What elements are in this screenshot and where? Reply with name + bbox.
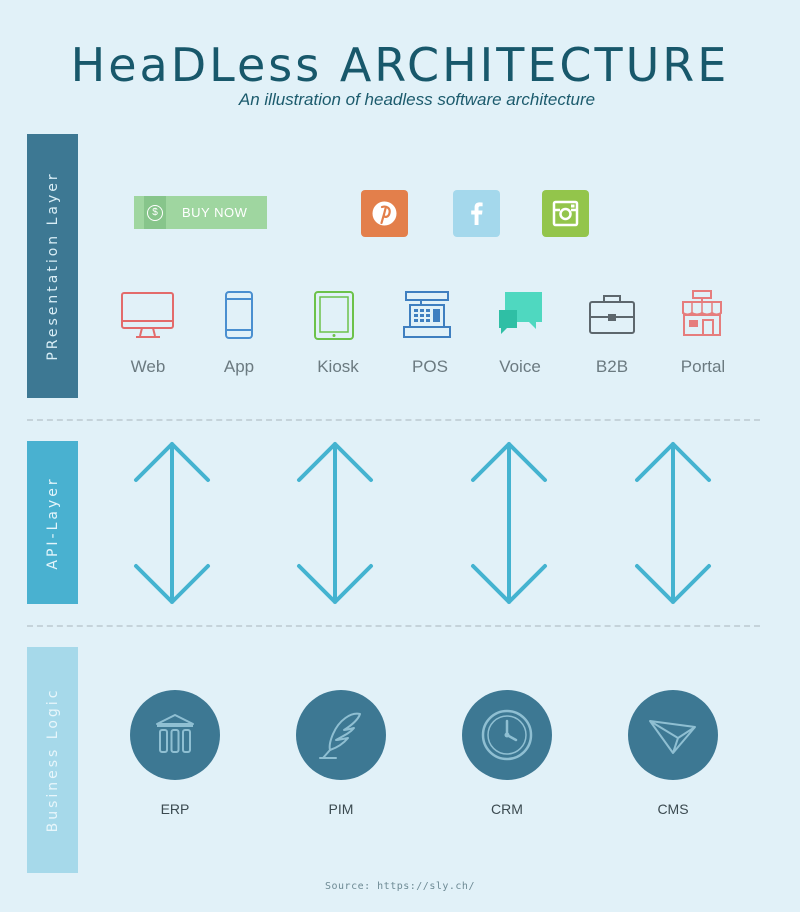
facebook-icon[interactable] (453, 190, 500, 237)
channel-label-kiosk: Kiosk (317, 357, 359, 376)
buy-now-button[interactable]: $ BUY NOW (134, 196, 267, 229)
api-layer-label: API-Layer (44, 475, 61, 570)
presentation-layer-label: PResentation Layer (44, 171, 61, 361)
pinterest-icon[interactable] (361, 190, 408, 237)
chat-bubbles-icon (490, 288, 550, 340)
bidirectional-arrow-icon (297, 442, 373, 604)
channel-label-b2b: B2B (595, 357, 629, 376)
system-label-cms: CMS (657, 801, 689, 817)
system-label-crm: CRM (491, 801, 523, 817)
channel-label-portal: Portal (680, 357, 726, 376)
buy-now-label: BUY NOW (182, 205, 248, 220)
api-layer-band: API-Layer (27, 441, 78, 604)
business-logic-band: Business Logic (27, 647, 78, 873)
storefront-icon (672, 288, 732, 340)
clock-icon (462, 690, 552, 780)
page-subtitle: An illustration of headless software arc… (238, 90, 596, 109)
channel-label-voice: Voice (499, 357, 541, 376)
source-credit: Source: https://sly.ch/ (325, 881, 475, 892)
system-label-erp: ERP (160, 801, 190, 817)
page-title: HeaDLess ARCHITECTURE (70, 38, 730, 92)
dollar-coin-icon: $ (144, 196, 166, 229)
monitor-icon (118, 288, 178, 340)
tablet-icon (304, 288, 364, 340)
channel-label-web: Web (130, 357, 166, 376)
divider-bottom (27, 625, 760, 627)
briefcase-icon (582, 288, 642, 340)
system-label-pim: PIM (328, 801, 354, 817)
bidirectional-arrow-icon (635, 442, 711, 604)
divider-top (27, 419, 760, 421)
paper-plane-icon (628, 690, 718, 780)
instagram-icon[interactable] (542, 190, 589, 237)
channel-label-pos: POS (412, 357, 448, 376)
bidirectional-arrow-icon (134, 442, 210, 604)
business-logic-label: Business Logic (44, 687, 61, 833)
presentation-layer-band: PResentation Layer (27, 134, 78, 398)
quill-icon (296, 690, 386, 780)
cash-register-icon (397, 288, 457, 340)
smartphone-icon (209, 288, 269, 340)
bank-icon (130, 690, 220, 780)
bidirectional-arrow-icon (471, 442, 547, 604)
channel-label-app: App (223, 357, 255, 376)
